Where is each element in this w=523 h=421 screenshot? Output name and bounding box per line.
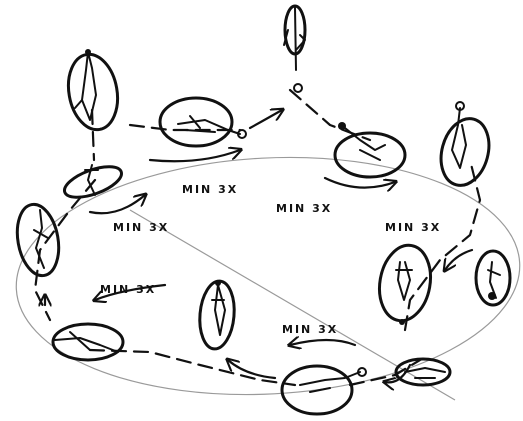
label-min-3x: MIN 3X [282,323,338,336]
curved-arrow [88,195,145,215]
curved-arrow [148,150,240,163]
curved-arrow [248,110,282,130]
curved-arrow [228,360,277,380]
spinning-top-figure [439,101,491,187]
spinning-top-figure [158,96,247,148]
label-min-3x: MIN 3X [100,283,156,296]
curved-arrow [323,176,395,188]
spinning-top-figure [63,164,123,199]
spinning-top-figure [394,357,452,387]
curved-arrow [445,248,474,270]
spinning-top-figure [474,249,512,307]
spinning-top-figure [198,279,236,351]
spinning-top-figure [283,4,307,93]
label-min-3x: MIN 3X [113,221,169,234]
spinning-top-figure [378,243,432,325]
spinning-top-figure [51,322,125,362]
orbit-track [15,156,521,396]
curved-arrow [290,340,357,345]
label-min-3x: MIN 3X [276,202,332,215]
diagonal-guide-line [129,209,456,401]
curved-arrow [95,283,167,300]
spinning-top-figure [66,49,120,132]
dashed-circulation-path [33,88,482,387]
spinning-top-figure [15,202,61,278]
label-min-3x: MIN 3X [182,183,238,196]
spinning-top-figure [280,364,367,416]
spinning-top-figure [333,122,407,179]
label-min-3x: MIN 3X [385,221,441,234]
